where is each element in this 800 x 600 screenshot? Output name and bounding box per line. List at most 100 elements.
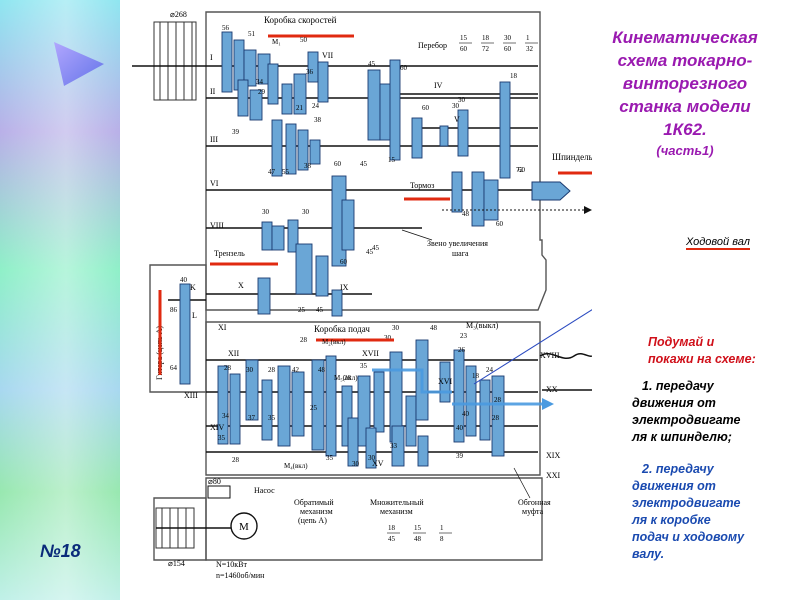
gear: [471, 171, 485, 227]
motor-rpm: n=1460об/мин: [216, 571, 265, 580]
gear: [257, 277, 271, 315]
hint-line-1: Подумай и: [648, 335, 715, 349]
ratio-denominator: 45: [388, 535, 396, 543]
overrunning-clutch-label-1: Обгонная: [518, 498, 551, 507]
shaft-label: II: [210, 87, 216, 96]
teeth-count-label: 25: [298, 306, 306, 314]
gear: [439, 125, 449, 147]
gear: [373, 371, 385, 433]
gear: [391, 425, 405, 467]
gear: [307, 51, 319, 83]
teeth-count-label: 40: [180, 276, 188, 284]
ratio-denominator: 60: [504, 45, 512, 53]
gear: [331, 289, 343, 317]
gear: [271, 225, 285, 251]
teeth-count-label: 72: [516, 166, 524, 174]
lead-screw-label: Ходовой вал: [686, 236, 750, 250]
task-1-line-4: ля к шпинделю;: [632, 430, 732, 444]
gear: [309, 139, 321, 165]
teeth-count-label: 45: [372, 244, 380, 252]
gear: [179, 283, 191, 385]
ratio-numerator: 18: [482, 34, 490, 42]
motor-power: N=10кВт: [216, 560, 248, 569]
ratio-numerator: 1: [440, 524, 444, 532]
teeth-count-label: 28: [268, 366, 276, 374]
hint-title: Подумай и покажи на схеме:: [648, 334, 788, 368]
shaft-label: K: [190, 283, 196, 292]
reversing-mech-label-3: (цепь А): [298, 516, 327, 525]
gear: [291, 371, 305, 437]
teeth-count-label: 30: [384, 334, 392, 342]
task-2-line-3: электродвигате: [632, 496, 741, 510]
gear: [479, 379, 491, 441]
clutch-m3-label: M₃(выкл): [466, 321, 499, 330]
teeth-count-label: 28: [492, 414, 500, 422]
multiplier-mech-label-1: Множительный: [370, 498, 424, 507]
reversing-mech-label-1: Обратимый: [294, 498, 334, 507]
teeth-count-label: 29: [258, 88, 266, 96]
ratio-denominator: 72: [482, 45, 490, 53]
kinematic-diagram: ⌀268 Коробка скоростей Перебор 156018723…: [132, 10, 592, 580]
motor-pulley: [155, 507, 240, 549]
step-up-leader: [401, 229, 433, 241]
shaft-label: VII: [322, 51, 333, 60]
teeth-count-label: 48: [430, 324, 438, 332]
shaft-label: XV: [372, 459, 384, 468]
gear: [261, 379, 273, 441]
teeth-count-label: 48: [318, 366, 326, 374]
multiplier-mech-label-2: механизм: [380, 507, 413, 516]
pulley-bottom-label: ⌀154: [168, 559, 185, 568]
shaft-label: VIII: [210, 221, 224, 230]
gear: [285, 123, 297, 175]
shaft-label: XIV: [210, 423, 224, 432]
gear: [347, 417, 359, 467]
side-strip-sheen: [0, 0, 120, 600]
slide-title: Кинематическая схема токарно- винторезно…: [582, 26, 788, 161]
ratio-numerator: 30: [504, 34, 512, 42]
main-pulley: [153, 21, 197, 101]
task-1-line-1: 1. передачу: [642, 379, 714, 393]
gear: [245, 359, 259, 421]
teeth-count-label: 35: [268, 414, 276, 422]
ratio-numerator: 18: [388, 524, 396, 532]
hint-line-2: покажи на схеме:: [648, 352, 756, 366]
teeth-count-label: 60: [422, 104, 430, 112]
feed-flow-arrowhead: [542, 398, 554, 410]
gear: [271, 119, 283, 177]
ratio-numerator: 15: [460, 34, 468, 42]
teeth-count-label: 28: [344, 374, 352, 382]
teeth-count-label: 56: [222, 24, 230, 32]
gear: [249, 89, 263, 121]
task-1: 1. передачу движения от электродвигате л…: [632, 378, 792, 446]
task-2: 2. передачу движения от электродвигате л…: [632, 461, 792, 563]
teeth-count-label: 64: [170, 364, 178, 372]
teeth-count-label: 48: [462, 210, 470, 218]
teeth-count-label: 35: [326, 454, 334, 462]
teeth-count-label: 30: [302, 208, 310, 216]
ratio-denominator: 8: [440, 535, 444, 543]
gear: [365, 427, 377, 469]
teeth-count-label: 30: [246, 366, 254, 374]
teeth-count-label: 45: [316, 306, 324, 314]
teeth-count-label: 35: [218, 434, 226, 442]
gear: [411, 117, 423, 159]
teeth-count-label: 86: [170, 306, 178, 314]
title-line-5: 1К62.: [663, 120, 707, 139]
pump-label: Насос: [254, 486, 275, 495]
teeth-count-label: 60: [340, 258, 348, 266]
spindle-label: Шпиндель: [552, 152, 592, 162]
title-line-2: схема токарно-: [617, 51, 753, 70]
teeth-count-label: 50: [300, 36, 308, 44]
title-line-1: Кинематическая: [612, 28, 758, 47]
teeth-count-label: 21: [296, 104, 304, 112]
teeth-count-label: 28: [300, 336, 308, 344]
teeth-count-label: 18: [510, 72, 518, 80]
teeth-count-label: 38: [304, 162, 312, 170]
gear: [293, 73, 307, 115]
teeth-count-label: 60: [518, 166, 526, 174]
motor-icon: [230, 512, 258, 540]
gear: [297, 129, 309, 171]
motor-symbol: M: [239, 521, 249, 533]
teeth-count-label: 30: [452, 102, 460, 110]
